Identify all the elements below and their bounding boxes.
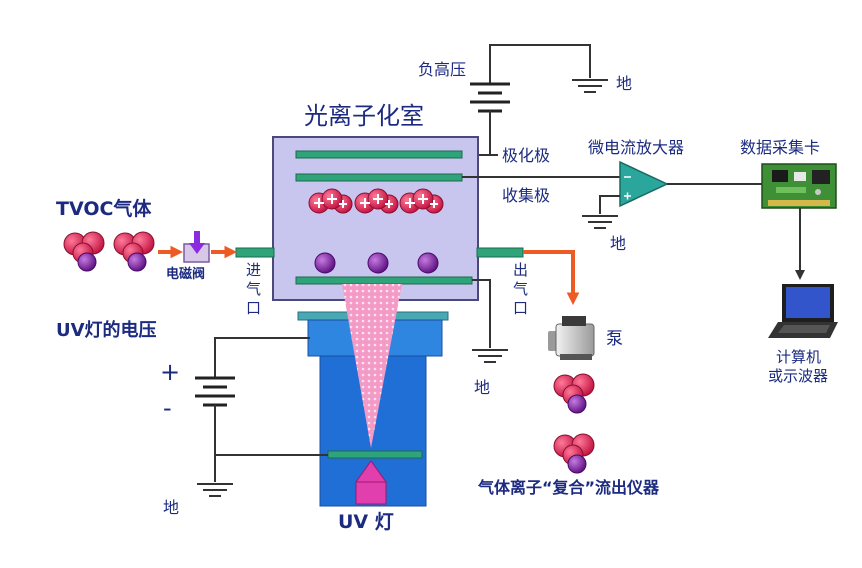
- ionization-chamber: [272, 136, 479, 301]
- exit-label: 气体离子“复合”流出仪器: [478, 478, 660, 497]
- polarizing-electrode-label: 极化极: [502, 146, 551, 165]
- flow-arrow-to-pump: [523, 250, 580, 306]
- lamp-window: [327, 450, 423, 459]
- ground-label-amplifier: 地: [610, 234, 627, 253]
- ground-symbol-icon: [196, 483, 234, 497]
- circuit-board-icon: [761, 163, 837, 209]
- bottom-electrode: [295, 276, 473, 285]
- solenoid-valve-icon: [183, 231, 210, 263]
- minus-sign: -: [163, 394, 172, 422]
- uv-supply-wire-bottom: [214, 405, 328, 456]
- outlet-label: 出气口: [511, 262, 529, 319]
- ground-symbol-icon: [581, 215, 619, 229]
- amp-ground-wire: [599, 195, 620, 214]
- polarizing-electrode: [295, 150, 463, 159]
- valve-label: 电磁阀: [166, 267, 206, 282]
- chamber-title: 光离子化室: [304, 102, 424, 130]
- ground-symbol-icon: [471, 349, 509, 363]
- outlet-tube: [476, 247, 524, 258]
- tvoc-gas-label: TVOC气体: [56, 198, 152, 220]
- op-amp-icon: [619, 160, 669, 208]
- pump-label: 泵: [606, 329, 623, 349]
- collector-electrode-label: 收集极: [502, 186, 551, 205]
- inlet-label: 进气口: [244, 262, 262, 319]
- bottom-electrode-wire: [472, 279, 491, 348]
- ground-label-left: 地: [163, 498, 180, 517]
- inlet-tube: [235, 247, 275, 258]
- exit-molecule-icon: [553, 373, 595, 414]
- computer-label-line1: 计算机: [776, 348, 822, 366]
- exit-molecule-icon: [553, 433, 595, 474]
- electron-particle: [417, 252, 439, 274]
- electron-particle: [314, 252, 336, 274]
- daq-card-label: 数据采集卡: [740, 138, 821, 157]
- hv-wire-top: [489, 44, 591, 84]
- laptop-icon: [768, 284, 838, 338]
- electron-particle: [367, 252, 389, 274]
- hv-battery-icon: [468, 82, 512, 113]
- computer-label-line2: 或示波器: [768, 367, 829, 385]
- uv-voltage-label: UV灯的电压: [56, 320, 157, 341]
- ground-label-chamber: 地: [474, 378, 491, 397]
- tvoc-molecule-icon: [113, 231, 155, 272]
- amplifier-label: 微电流放大器: [588, 138, 685, 157]
- plus-sign: +: [160, 358, 181, 386]
- ground-label-top: 地: [616, 74, 633, 93]
- uv-lamp-label: UV 灯: [338, 511, 394, 533]
- collector-electrode: [295, 173, 463, 182]
- tvoc-molecule-icon: [63, 231, 105, 272]
- uv-lamp-base: [355, 481, 387, 505]
- pump-icon: [548, 316, 595, 360]
- ground-symbol-icon: [571, 79, 609, 93]
- uv-light-beam: [342, 284, 402, 448]
- uv-supply-wire-top: [214, 337, 310, 378]
- uv-battery-icon: [193, 376, 237, 407]
- negative-high-voltage-label: 负高压: [418, 60, 467, 79]
